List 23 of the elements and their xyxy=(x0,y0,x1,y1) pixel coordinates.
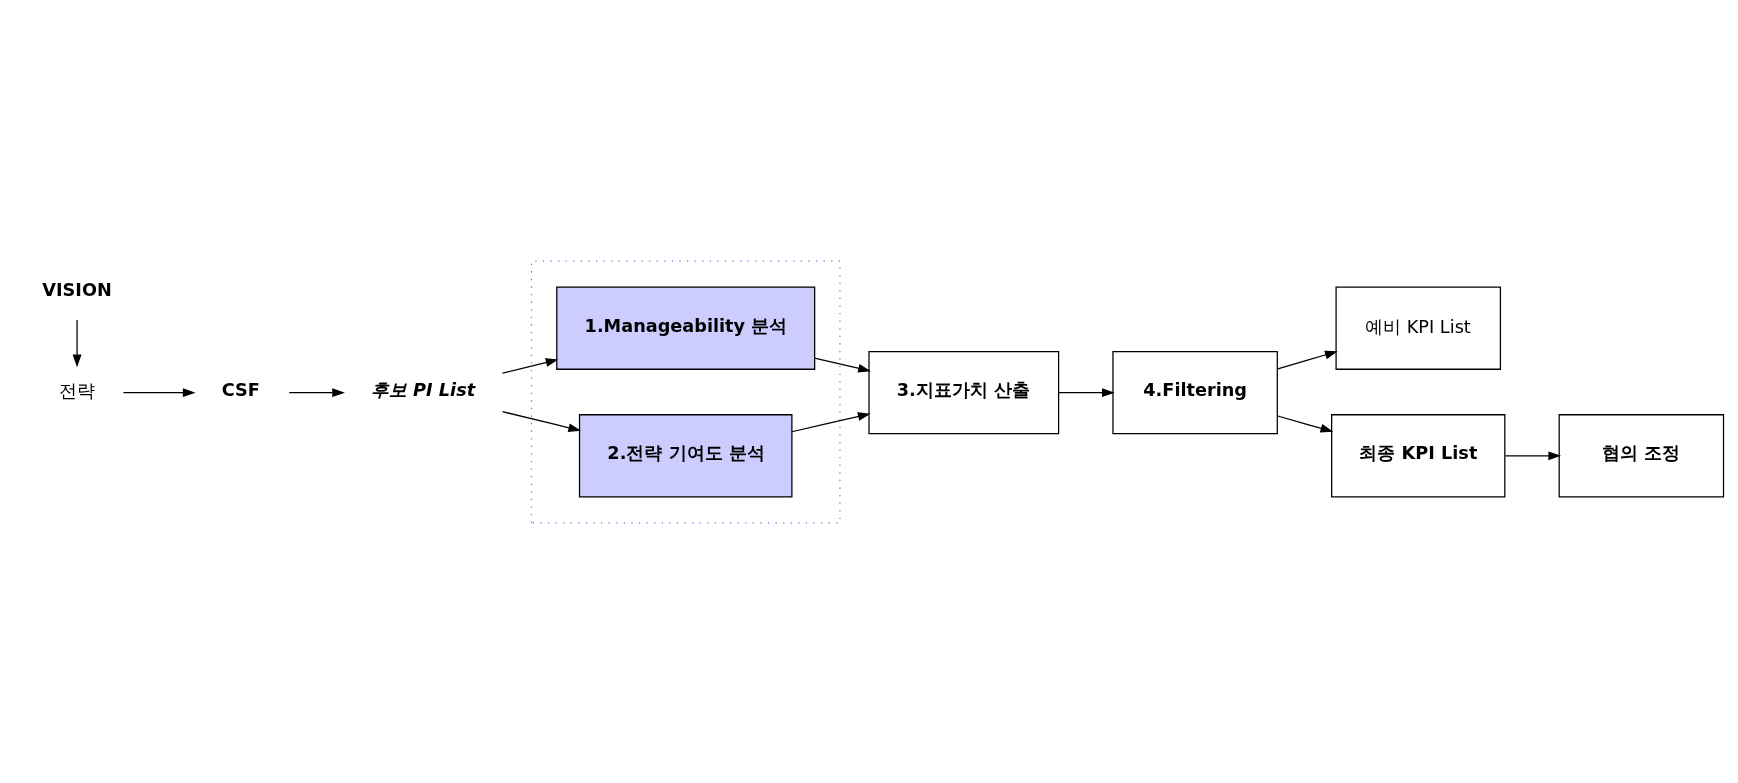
node-text: 후보 PI List xyxy=(370,379,476,400)
node-text: 전략 xyxy=(58,380,95,401)
arrow xyxy=(814,356,871,373)
arrow xyxy=(72,318,82,367)
arrow xyxy=(501,410,582,432)
arrow xyxy=(791,411,871,432)
node-box: 3.지표가치 산출 xyxy=(868,350,1060,434)
arrow xyxy=(1504,450,1561,460)
arrow xyxy=(1058,387,1115,397)
arrow xyxy=(122,387,196,397)
node-box: 최종 KPI List xyxy=(1331,413,1506,498)
node-text: VISION xyxy=(42,279,112,300)
node-box: 4.Filtering xyxy=(1112,350,1278,434)
cluster xyxy=(530,260,841,523)
arrow xyxy=(1277,350,1338,369)
node-box: 협의 조정 xyxy=(1558,413,1725,498)
node-box: 예비 KPI List xyxy=(1335,285,1502,370)
node-text: CSF xyxy=(221,379,260,400)
arrow xyxy=(1277,414,1334,433)
arrow xyxy=(501,357,559,374)
node-box: 2.전략 기여도 분석 xyxy=(578,413,793,498)
arrow xyxy=(288,387,345,397)
node-box: 1.Manageability 분석 xyxy=(556,285,816,370)
